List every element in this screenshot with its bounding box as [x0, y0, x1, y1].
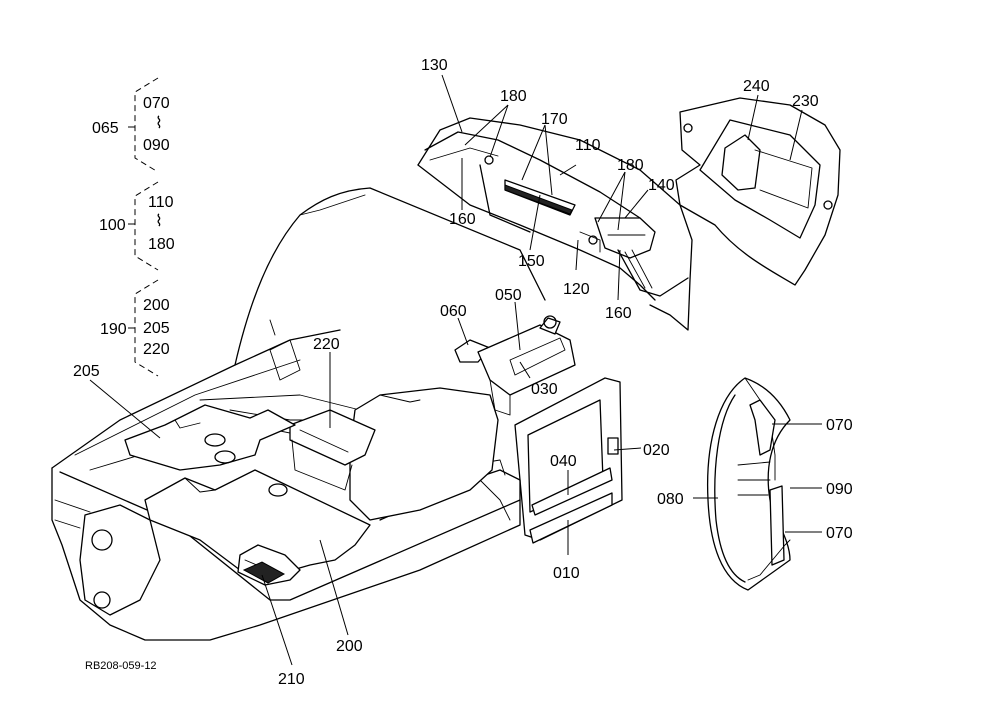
group-190-first: 200	[143, 297, 170, 314]
callout-labels: 130 180 170 110 180 140 160 150 120 160 …	[73, 57, 853, 688]
hood-shell	[234, 187, 546, 366]
callout-120: 120	[563, 281, 590, 298]
group-190-mid: 205	[143, 320, 170, 337]
group-065-last: 090	[143, 137, 170, 154]
part-110-roof	[417, 117, 693, 331]
callout-130: 130	[421, 57, 448, 74]
callout-060: 060	[440, 303, 467, 320]
callout-110: 110	[575, 137, 601, 154]
callout-205: 205	[73, 363, 100, 380]
leader-lines	[89, 74, 822, 666]
callout-170: 170	[541, 111, 568, 128]
callout-140: 140	[648, 177, 675, 194]
part-040-panel	[514, 377, 623, 544]
callout-240: 240	[743, 78, 770, 95]
callout-040: 040	[550, 453, 577, 470]
group-100-label: 100	[99, 217, 126, 234]
group-100-first: 110	[148, 194, 174, 211]
chassis-body	[51, 329, 521, 641]
callout-220: 220	[313, 336, 340, 353]
group-100-bracket	[128, 181, 159, 271]
callout-050: 050	[495, 287, 522, 304]
group-065-first: 070	[143, 95, 170, 112]
group-100-sep: ⌇	[155, 213, 163, 230]
callout-200: 200	[336, 638, 363, 655]
callout-160-left: 160	[449, 211, 476, 228]
part-205-mat	[124, 404, 296, 471]
callout-230: 230	[792, 93, 819, 110]
callout-080: 080	[657, 491, 684, 508]
part-050-060-030	[454, 315, 576, 416]
part-220-plate	[289, 409, 376, 491]
part-230-back-panel	[675, 97, 841, 286]
callout-090: 090	[826, 481, 853, 498]
figure-code: RB208-059-12	[85, 660, 157, 672]
group-190-label: 190	[100, 321, 127, 338]
callout-030: 030	[531, 381, 558, 398]
group-100-last: 180	[148, 236, 175, 253]
callout-180-right: 180	[617, 157, 644, 174]
callout-160-right: 160	[605, 305, 632, 322]
callout-010: 010	[553, 565, 580, 582]
seat	[349, 387, 499, 521]
group-190-bracket	[128, 279, 159, 377]
callout-180-top: 180	[500, 88, 527, 105]
callout-020: 020	[643, 442, 670, 459]
group-065-bracket	[128, 77, 159, 173]
part-210-bracket	[237, 544, 301, 586]
group-190-last: 220	[143, 341, 170, 358]
callout-070-top: 070	[826, 417, 853, 434]
group-065-sep: ⌇	[155, 115, 163, 132]
part-080-fender	[706, 377, 791, 591]
callout-210: 210	[278, 671, 305, 688]
group-065-label: 065	[92, 120, 119, 137]
callout-070-bottom: 070	[826, 525, 853, 542]
callout-150: 150	[518, 253, 545, 270]
part-200-plate	[144, 469, 371, 576]
